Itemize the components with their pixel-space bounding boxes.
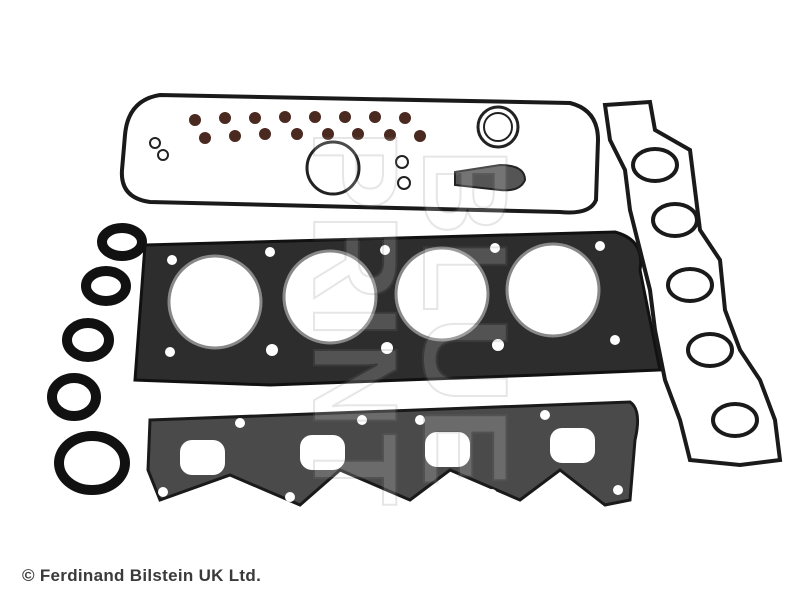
valve-cover-gasket	[119, 92, 601, 215]
o-rings	[149, 105, 520, 196]
watermark-line-1: BLUE	[397, 148, 533, 493]
valve-stem-seals	[189, 111, 426, 144]
copyright-caption: © Ferdinand Bilstein UK Ltd.	[22, 566, 262, 585]
brand-watermark: BLUE PRINT	[200, 129, 620, 511]
thermostat-gasket	[454, 163, 527, 192]
exhaust-manifold-gasket	[146, 400, 640, 507]
watermark-line-2: PRINT	[287, 129, 423, 511]
head-gasket	[133, 230, 662, 387]
oil-seals	[47, 223, 147, 495]
intake-manifold-gasket	[602, 99, 783, 468]
